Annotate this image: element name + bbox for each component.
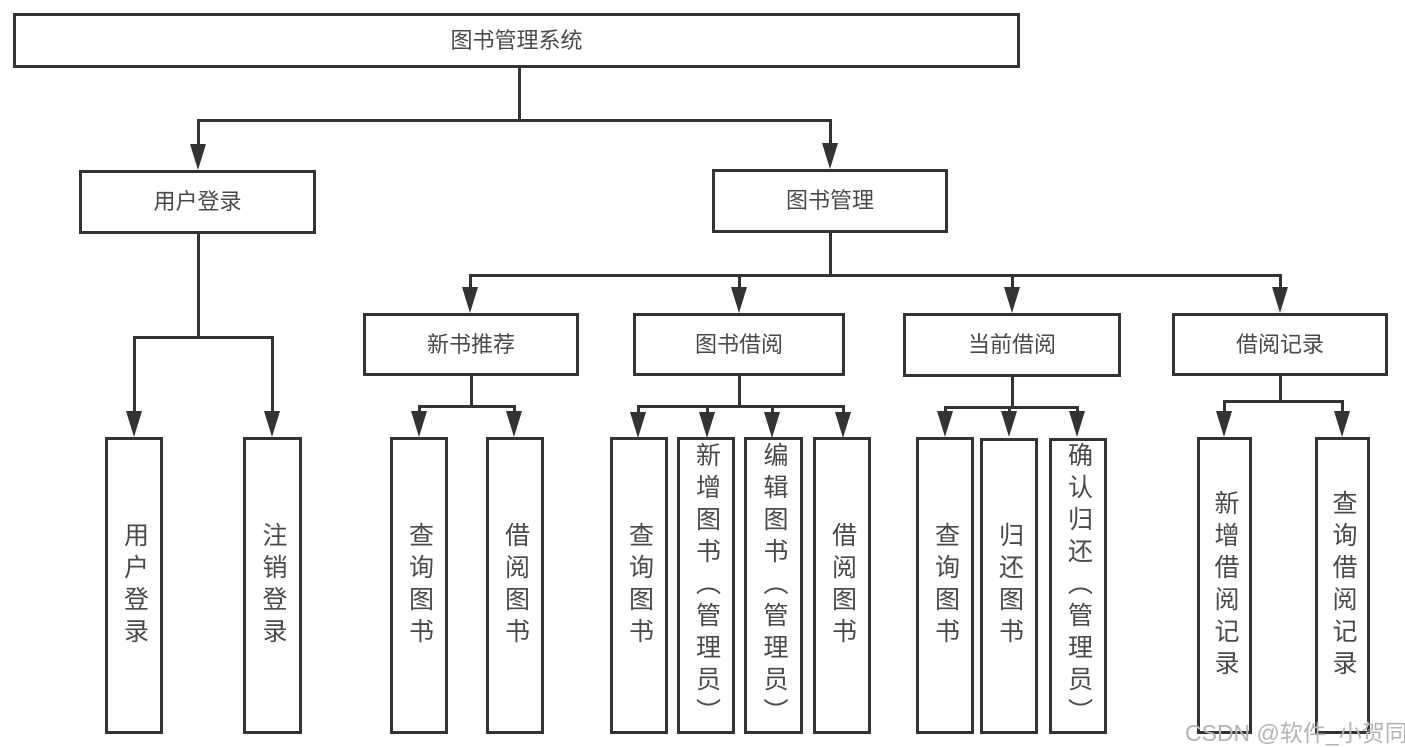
node-user-login: 用户登录 xyxy=(79,170,316,234)
leaf-add-book-admin: 新增图书（管理员） xyxy=(677,437,735,734)
leaf-borrow-books-recommend: 借阅图书 xyxy=(486,437,544,734)
connector-line xyxy=(636,406,640,416)
arrowhead-icon xyxy=(126,411,142,437)
connector-line xyxy=(1340,401,1344,415)
arrowhead-icon xyxy=(1216,411,1232,437)
connector-line xyxy=(1278,275,1282,291)
arrowhead-icon xyxy=(506,411,522,437)
leaf-query-borrow-record: 查询借阅记录 xyxy=(1315,437,1370,734)
leaf-confirm-return-admin: 确认归还（管理员） xyxy=(1049,438,1107,734)
connector-line xyxy=(1278,376,1282,403)
arrowhead-icon xyxy=(1004,287,1020,313)
connector-line xyxy=(1222,401,1226,415)
leaf-user-login: 用户登录 xyxy=(105,437,163,734)
connector-line xyxy=(270,337,274,415)
connector-line xyxy=(196,120,200,148)
connector-line xyxy=(517,68,521,122)
connector-line xyxy=(512,406,516,415)
leaf-query-books-recommend: 查询图书 xyxy=(390,437,448,734)
connector-line xyxy=(737,275,741,291)
connector-line xyxy=(943,405,1079,409)
connector-line xyxy=(1222,399,1344,403)
connector-line xyxy=(417,406,421,415)
node-new-book-recommend: 新书推荐 xyxy=(363,313,579,376)
arrowhead-icon xyxy=(411,411,427,437)
connector-line xyxy=(828,233,832,277)
arrowhead-icon xyxy=(731,287,747,313)
leaf-query-books-current: 查询图书 xyxy=(916,437,974,734)
node-borrow-records: 借阅记录 xyxy=(1172,313,1388,376)
leaf-query-books-borrowing: 查询图书 xyxy=(610,437,668,734)
connector-line xyxy=(737,376,741,408)
connector-line xyxy=(132,335,274,339)
arrowhead-icon xyxy=(1334,411,1350,437)
arrowhead-icon xyxy=(1272,287,1288,313)
connector-line xyxy=(468,273,1282,277)
connector-line xyxy=(196,118,832,122)
connector-line xyxy=(841,406,845,416)
leaf-logout-login: 注销登录 xyxy=(243,437,302,734)
arrowhead-icon xyxy=(937,411,953,437)
leaf-return-book: 归还图书 xyxy=(980,438,1038,734)
connector-line xyxy=(1010,377,1014,409)
connector-line xyxy=(770,406,774,416)
arrowhead-icon xyxy=(630,412,646,438)
leaf-edit-book-admin: 编辑图书（管理员） xyxy=(744,437,803,734)
connector-line xyxy=(468,275,472,291)
connector-line xyxy=(1010,275,1014,291)
arrowhead-icon xyxy=(699,412,715,438)
arrowhead-icon xyxy=(190,144,206,170)
arrowhead-icon xyxy=(1069,411,1085,437)
arrowhead-icon xyxy=(462,287,478,313)
connector-line xyxy=(417,404,516,408)
leaf-borrow-books-borrowing: 借阅图书 xyxy=(813,437,871,734)
node-library-management-system: 图书管理系统 xyxy=(13,13,1020,68)
connector-line xyxy=(705,406,709,416)
connector-line xyxy=(828,120,832,147)
connector-line xyxy=(196,233,200,339)
leaf-add-borrow-record: 新增借阅记录 xyxy=(1197,437,1252,734)
connector-line xyxy=(132,337,136,415)
connector-line xyxy=(469,376,473,408)
arrowhead-icon xyxy=(835,412,851,438)
node-book-borrowing: 图书借阅 xyxy=(633,313,845,376)
node-current-borrowing: 当前借阅 xyxy=(903,313,1121,377)
node-book-management: 图书管理 xyxy=(712,169,948,233)
arrowhead-icon xyxy=(822,143,838,169)
connector-line xyxy=(636,404,845,408)
arrowhead-icon xyxy=(264,411,280,437)
arrowhead-icon xyxy=(1001,411,1017,437)
arrowhead-icon xyxy=(764,412,780,438)
